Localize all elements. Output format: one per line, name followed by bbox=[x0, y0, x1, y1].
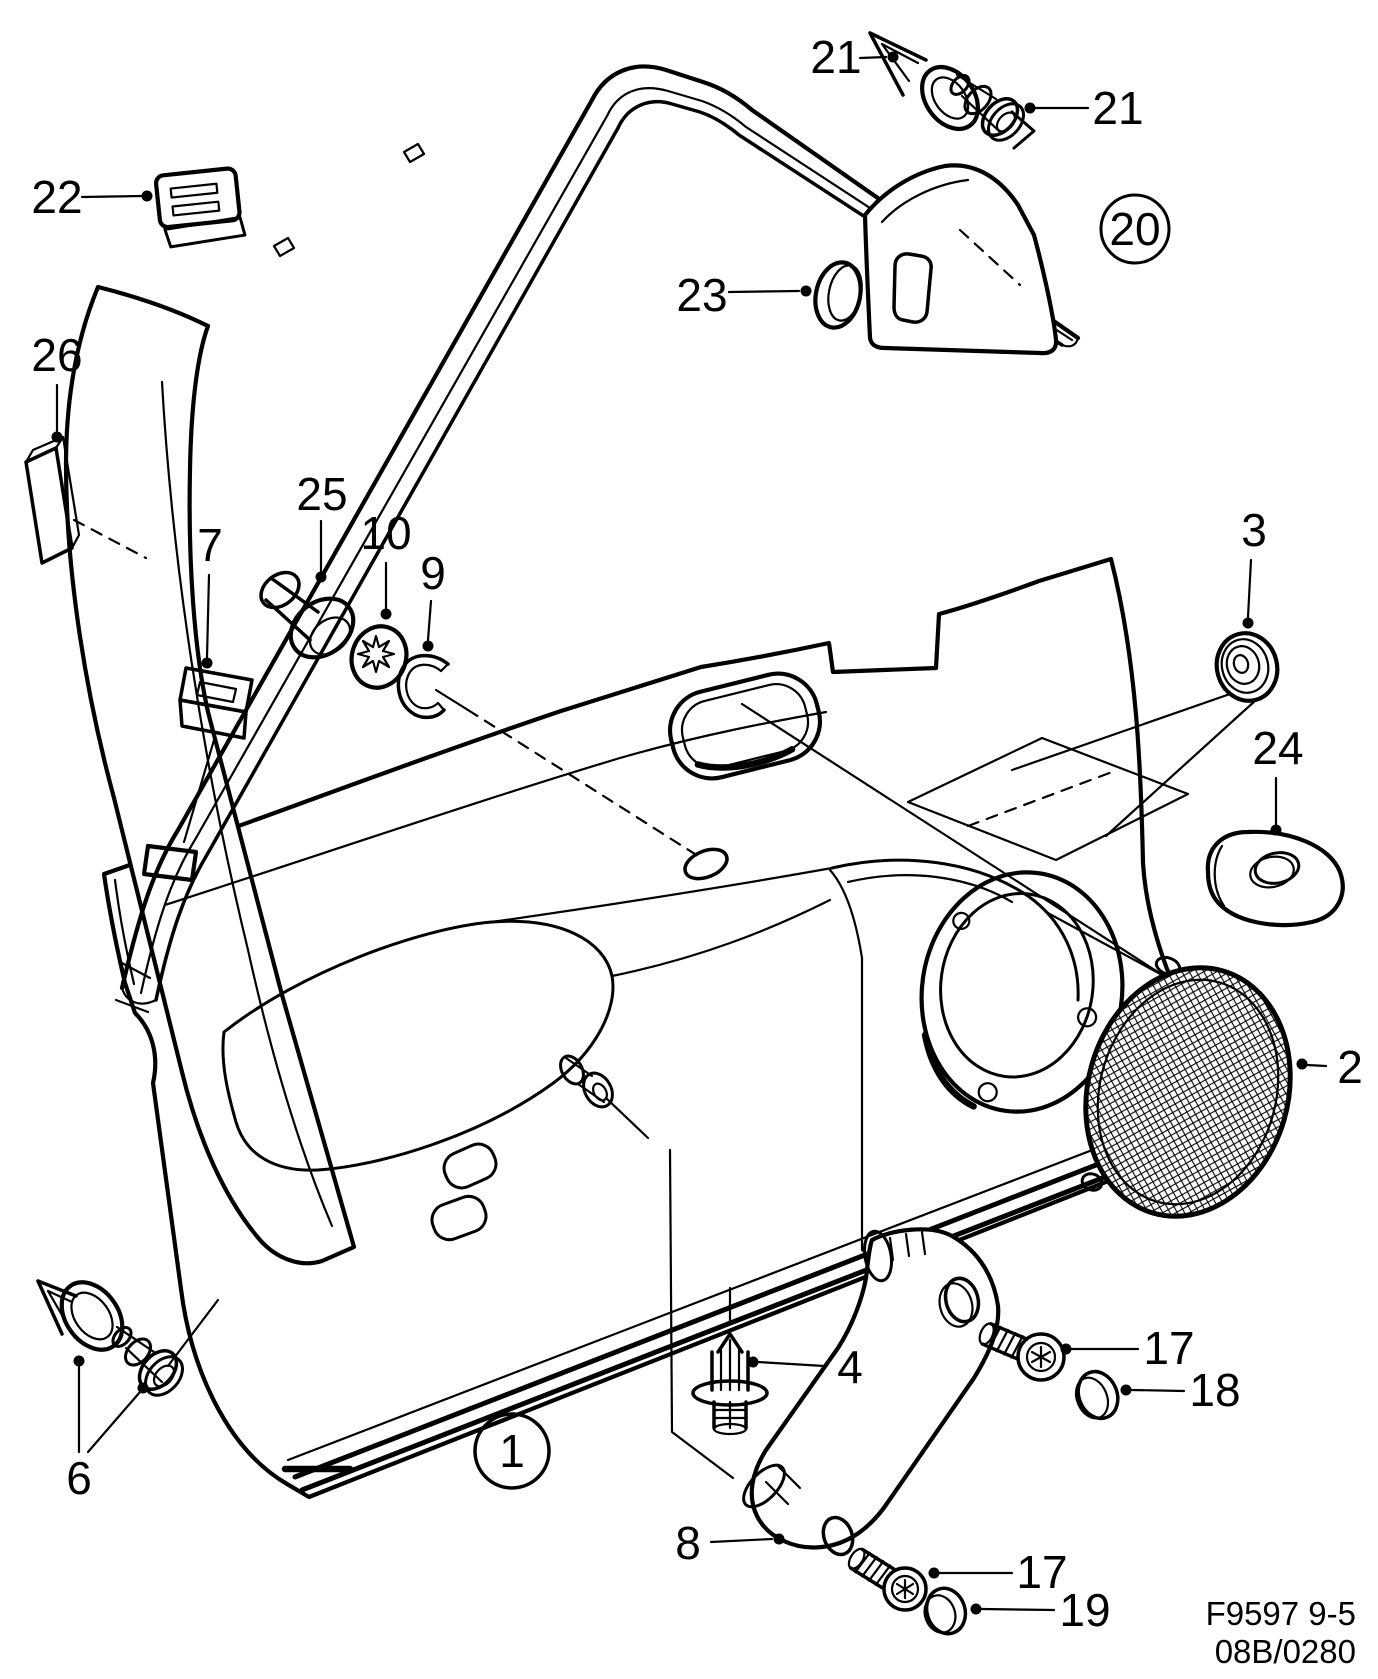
callout-23: 23 bbox=[676, 269, 812, 321]
callout-24: 24 bbox=[1252, 722, 1304, 836]
window-crank-spindle bbox=[559, 1054, 650, 1140]
star-washer-10 bbox=[349, 624, 409, 690]
door-panel-details bbox=[72, 518, 1258, 1493]
cap-18 bbox=[1074, 1369, 1120, 1421]
callout-label: 19 bbox=[1059, 1584, 1110, 1636]
crank-shaft-hole bbox=[683, 847, 729, 881]
pull-handle-bracket bbox=[742, 1227, 1001, 1557]
callout-10: 10 bbox=[360, 507, 412, 620]
callout-4: 4 bbox=[747, 1341, 863, 1393]
callout-label: 7 bbox=[197, 519, 223, 571]
callout-label: 8 bbox=[675, 1517, 701, 1569]
callout-label: 26 bbox=[31, 329, 82, 381]
push-rivet-4 bbox=[691, 1286, 769, 1436]
callout-21a: 21 bbox=[810, 31, 899, 83]
callout-6: 6 bbox=[66, 1355, 149, 1504]
callout-label: 1 bbox=[499, 1425, 525, 1477]
door-pull-cup bbox=[667, 671, 823, 781]
callout-label: 21 bbox=[1092, 82, 1143, 134]
callout-8: 8 bbox=[675, 1517, 785, 1569]
retainer-clip-7 bbox=[178, 666, 254, 844]
callout-20-circled: 20 bbox=[1099, 193, 1171, 265]
callout-21b: 21 bbox=[1024, 82, 1144, 134]
expansion-clip-21b bbox=[949, 73, 1036, 150]
callout-label: 3 bbox=[1241, 504, 1267, 556]
callout-18: 18 bbox=[1120, 1364, 1241, 1416]
drawing-code-line1: F9597 9-5 bbox=[1206, 1595, 1356, 1632]
callout-9: 9 bbox=[420, 547, 446, 652]
callout-label: 23 bbox=[676, 269, 727, 321]
cap-23 bbox=[813, 260, 863, 330]
callout-label: 10 bbox=[360, 507, 411, 559]
callout-3: 3 bbox=[1241, 504, 1267, 629]
speaker-grille bbox=[1080, 955, 1293, 1219]
callout-26: 26 bbox=[31, 329, 83, 443]
callout-label: 18 bbox=[1189, 1364, 1240, 1416]
callout-19: 19 bbox=[970, 1584, 1111, 1636]
screw-17a bbox=[978, 1322, 1066, 1382]
callout-label: 24 bbox=[1252, 722, 1303, 774]
callout-label: 21 bbox=[810, 31, 861, 83]
plug-3 bbox=[1214, 631, 1280, 703]
cap-19 bbox=[923, 1586, 968, 1636]
callout-label: 9 bbox=[420, 547, 446, 599]
callout-label: 2 bbox=[1337, 1041, 1363, 1093]
screw-17b bbox=[847, 1547, 928, 1612]
callout-label: 17 bbox=[1143, 1322, 1194, 1374]
callout-label: 17 bbox=[1016, 1546, 1067, 1598]
callout-17b: 17 bbox=[928, 1546, 1068, 1598]
bushing-25 bbox=[259, 570, 356, 660]
callout-label: 22 bbox=[31, 171, 82, 223]
armrest bbox=[221, 919, 615, 1172]
drawing-code-line2: 08B/0280 bbox=[1215, 1633, 1356, 1670]
expansion-clip-21a bbox=[868, 31, 980, 132]
callout-label: 20 bbox=[1109, 203, 1160, 255]
retainer-clip-22 bbox=[153, 166, 247, 249]
callout-7: 7 bbox=[197, 519, 223, 669]
grommet-24 bbox=[1205, 829, 1345, 928]
b-pillar-trim bbox=[862, 163, 1059, 356]
spacer-26 bbox=[24, 435, 81, 565]
window-frame-moulding bbox=[119, 64, 1081, 1005]
callout-label: 6 bbox=[66, 1452, 92, 1504]
callout-label: 25 bbox=[296, 468, 347, 520]
expansion-clip-6b bbox=[111, 1298, 220, 1397]
callout-2: 2 bbox=[1296, 1041, 1363, 1093]
callout-22: 22 bbox=[31, 171, 153, 223]
callout-17a: 17 bbox=[1060, 1322, 1195, 1374]
clip-hole bbox=[141, 843, 199, 883]
lock-ring-9 bbox=[396, 653, 450, 720]
callout-25: 25 bbox=[296, 468, 348, 583]
door-trim-panel bbox=[101, 556, 1248, 1500]
callout-1-circled: 1 bbox=[473, 1412, 551, 1490]
callout-label: 4 bbox=[837, 1341, 863, 1393]
drawing-code: F9597 9-5 08B/0280 bbox=[1206, 1595, 1356, 1670]
